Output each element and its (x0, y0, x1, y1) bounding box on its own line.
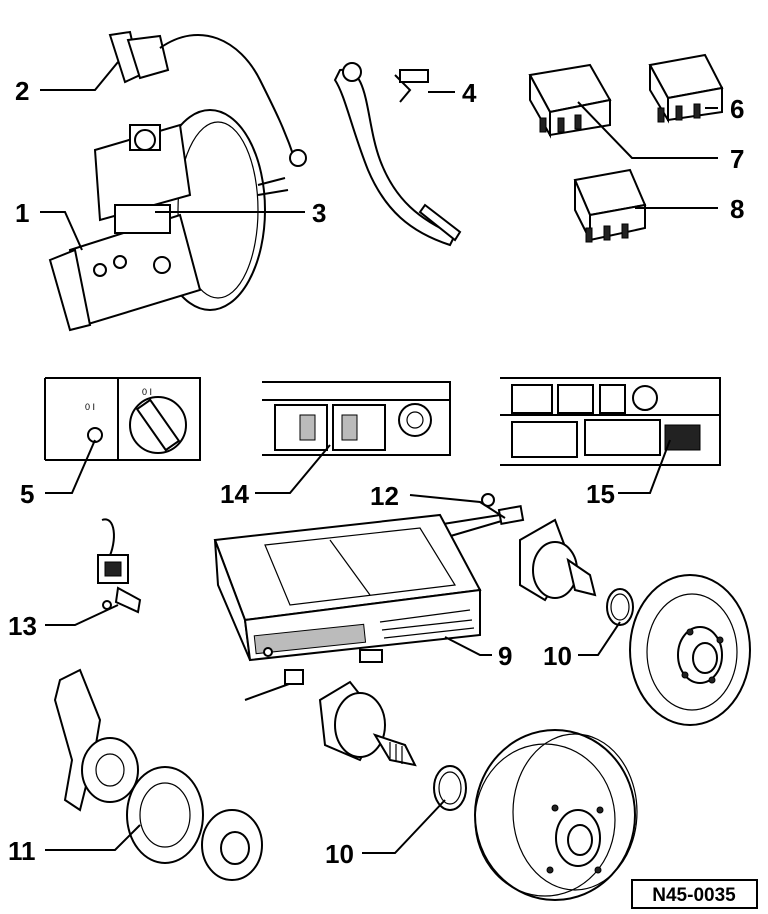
callout-10-upper: 10 (543, 641, 572, 671)
leader-line-15 (618, 439, 671, 494)
callout-15: 15 (586, 479, 615, 509)
leader-line-9 (444, 636, 492, 656)
callout-6: 6 (730, 94, 744, 124)
part-4-brake-pedal (333, 62, 462, 247)
callout-1: 1 (15, 198, 29, 228)
rear-brake-drum (474, 729, 638, 901)
leader-line-1 (40, 211, 83, 251)
callout-2: 2 (15, 76, 29, 106)
leader-line-10-lower (362, 799, 446, 854)
control-unit-connector (253, 609, 475, 655)
part-8-relay (573, 168, 647, 243)
part-13-sensor-connector (97, 518, 142, 614)
callout-4: 4 (462, 78, 477, 108)
callout-5: 5 (20, 479, 34, 509)
part-10-upper-sensor-ring (606, 588, 634, 626)
callout-14: 14 (220, 479, 249, 509)
front-wheel-hub-assembly (519, 518, 597, 602)
callout-8: 8 (730, 194, 744, 224)
leader-line-11 (45, 824, 141, 851)
leader-line-2 (40, 61, 119, 91)
leader-line-12 (409, 494, 506, 519)
front-brake-disc (629, 574, 751, 726)
rear-speed-sensor (244, 647, 304, 701)
part-9-control-unit (213, 513, 482, 663)
rear-wheel-hub-stub (318, 680, 417, 767)
callout-12: 12 (370, 481, 399, 511)
leader-line-5 (45, 439, 96, 494)
leader-line-10-upper (578, 621, 621, 656)
part-7-relay (528, 63, 612, 139)
leader-line-7 (577, 101, 718, 159)
part-10-lower-sensor-ring (433, 765, 467, 811)
callout-3: 3 (312, 198, 326, 228)
callout-numbers: 2 1 3 4 6 7 8 5 14 15 12 9 10 13 11 10 (8, 76, 744, 869)
leader-line-13 (45, 604, 119, 626)
callout-10-lower: 10 (325, 839, 354, 869)
part-2-sensor-cable (108, 30, 307, 167)
knob-label: 0 I (142, 387, 152, 397)
leader-line-14 (255, 444, 331, 494)
figure-reference-box: N45-0035 (631, 879, 758, 909)
leader-lines (40, 61, 718, 854)
callout-7: 7 (730, 144, 744, 174)
part-14-fuse-relay-panel (262, 381, 451, 456)
part-6-relay (648, 53, 724, 124)
figure-reference-number: N45-0035 (652, 885, 736, 906)
part-5-dashboard-switch-panel: 0 I 0 I (44, 377, 201, 461)
switch-label: 0 I (85, 402, 95, 412)
part-15-dashboard-panel (500, 377, 721, 466)
callout-11: 11 (8, 836, 36, 866)
part-1-3-brake-master-cylinder-booster (48, 109, 289, 332)
callout-9: 9 (498, 641, 512, 671)
callout-13: 13 (8, 611, 37, 641)
part-11-steering-knuckle-hub (53, 668, 263, 881)
